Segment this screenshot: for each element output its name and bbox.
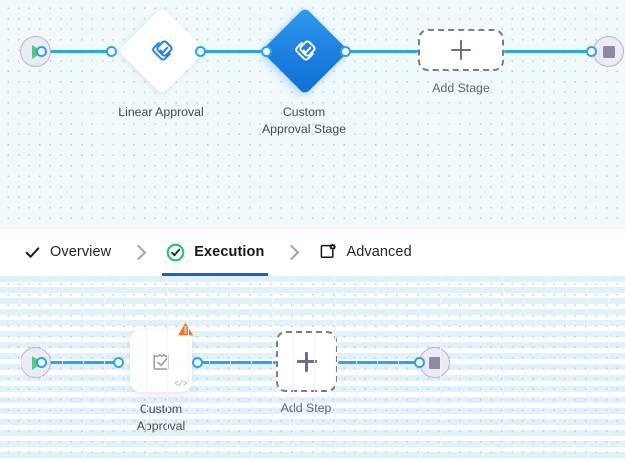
port-step-start-out[interactable] xyxy=(36,357,47,368)
stage-label-linear-approval: Linear Approval xyxy=(118,105,204,119)
stop-icon xyxy=(602,45,615,58)
approval-document-icon xyxy=(147,347,175,375)
tab-advanced[interactable]: Advanced xyxy=(309,229,421,276)
edge-custom-approval-to-add-stage xyxy=(344,50,418,53)
tab-advanced-label: Advanced xyxy=(346,244,412,260)
approval-stage-icon xyxy=(292,38,318,64)
advanced-gear-box-icon xyxy=(319,243,337,261)
code-icon: </> xyxy=(174,380,187,389)
step-end-node[interactable] xyxy=(419,347,450,378)
edge-start-to-linear-approval xyxy=(40,50,112,53)
edge-start-to-custom-approval xyxy=(40,361,117,364)
port-custom-approval-stage-in[interactable] xyxy=(261,46,272,57)
step-flow-canvas[interactable]: </> Custom Approval Add Step xyxy=(0,276,625,461)
port-stage-start-out[interactable] xyxy=(36,46,47,57)
chevron-right-icon xyxy=(274,244,309,260)
step-label-custom-approval: Custom Approval xyxy=(136,402,186,433)
check-circle-icon xyxy=(166,243,185,262)
add-step-button[interactable] xyxy=(276,331,337,392)
add-step-label: Add Step xyxy=(280,401,332,415)
stage-flow-canvas[interactable]: Linear Approval Custom Approval Stage Ad… xyxy=(0,0,625,228)
port-stage-end-in[interactable] xyxy=(586,46,597,57)
approval-stage-icon xyxy=(149,38,175,64)
check-icon xyxy=(24,244,41,261)
stage-node-custom-approval-stage[interactable] xyxy=(261,7,349,95)
stage-end-node[interactable] xyxy=(593,36,624,67)
tab-execution[interactable]: Execution xyxy=(156,229,274,276)
port-custom-approval-in[interactable] xyxy=(113,357,124,368)
port-custom-approval-stage-out[interactable] xyxy=(340,46,351,57)
port-step-end-in[interactable] xyxy=(414,357,425,368)
chevron-right-icon xyxy=(121,244,156,260)
plus-icon xyxy=(296,351,317,372)
stage-label-custom-approval-stage: Custom Approval Stage xyxy=(261,105,347,136)
port-linear-approval-out[interactable] xyxy=(195,46,206,57)
edge-linear-approval-to-custom-approval xyxy=(199,50,266,53)
add-stage-button[interactable] xyxy=(418,29,504,71)
warning-triangle-icon[interactable] xyxy=(177,321,194,342)
edge-add-stage-to-end xyxy=(504,50,590,53)
port-linear-approval-in[interactable] xyxy=(106,46,117,57)
stop-icon xyxy=(428,356,441,369)
edge-custom-approval-to-add-step xyxy=(196,361,276,364)
tab-overview-label: Overview xyxy=(50,244,112,260)
stage-node-linear-approval[interactable] xyxy=(118,7,206,95)
tab-overview[interactable]: Overview xyxy=(14,229,121,276)
detail-tabs: Overview Execution Advanced xyxy=(0,228,625,276)
tab-execution-label: Execution xyxy=(194,244,265,260)
step-node-custom-approval[interactable]: </> xyxy=(130,322,193,392)
plus-icon xyxy=(451,40,471,60)
edge-add-step-to-end xyxy=(338,361,418,364)
add-stage-label: Add Stage xyxy=(432,81,490,95)
port-custom-approval-out[interactable] xyxy=(192,357,203,368)
